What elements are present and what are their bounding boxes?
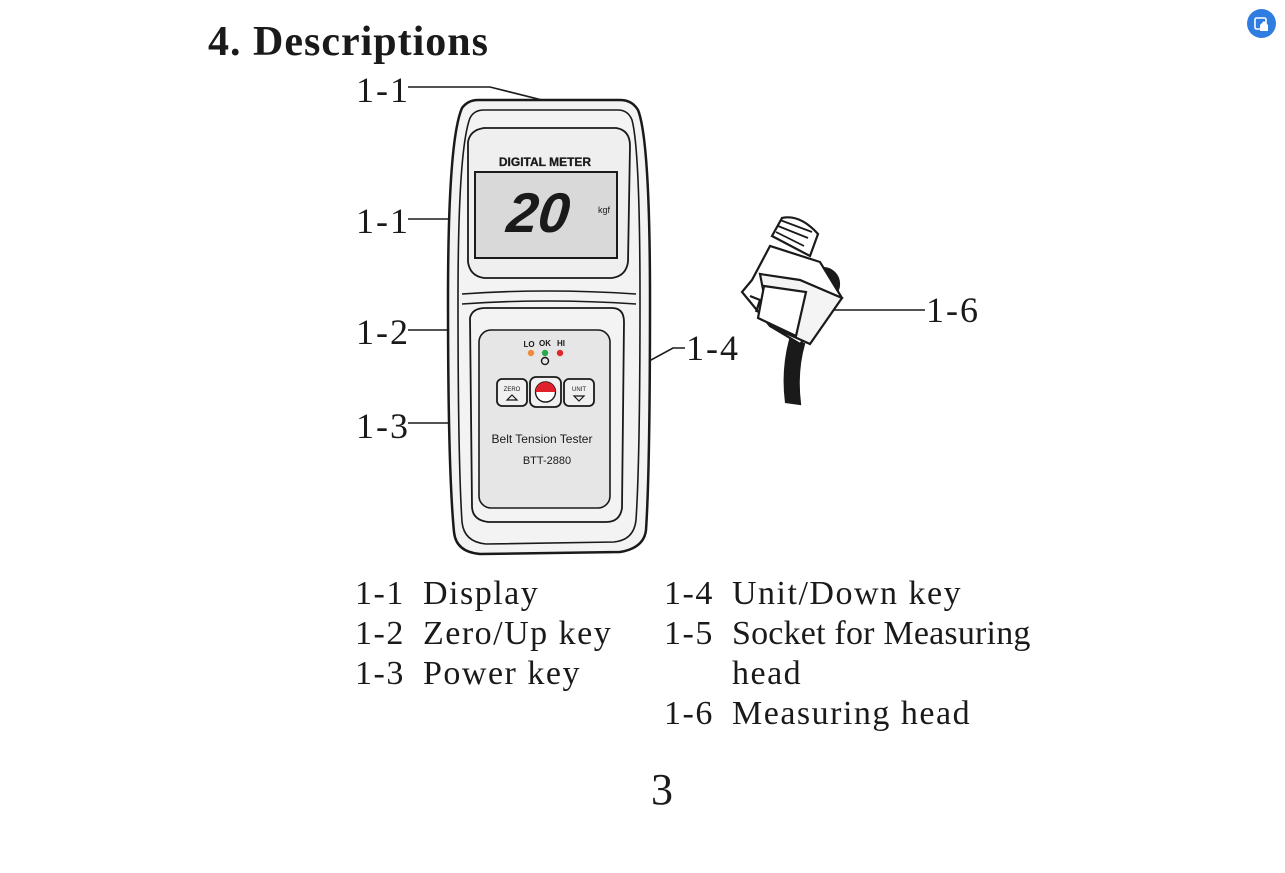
legend-item: 1-3 Power key	[355, 654, 612, 694]
legend-item: 1-1 Display	[355, 574, 612, 614]
legend-text: Unit/Down key	[732, 575, 963, 612]
legend-number: 1-3	[355, 655, 405, 692]
led-label-hi: HI	[557, 339, 565, 348]
legend-number: 1-6	[664, 695, 714, 732]
legend-text: Socket for Measuring	[732, 615, 1031, 652]
legend-text: Power key	[423, 655, 581, 692]
callout-measuring-head: 1-6	[926, 290, 980, 330]
callout-display-top: 1-1	[356, 70, 410, 110]
model-number: BTT-2880	[523, 455, 571, 467]
legend-number: 1-2	[355, 615, 405, 652]
unit-key-label: UNIT	[572, 387, 586, 393]
measuring-head	[740, 216, 844, 406]
callout-zero-key: 1-2	[356, 312, 410, 352]
badge-glyph-icon	[1253, 16, 1268, 31]
brand-label: DIGITAL METER	[499, 155, 592, 169]
legend-text: Display	[423, 575, 540, 612]
led-label-ok: OK	[539, 339, 551, 348]
socket-hole	[540, 356, 550, 366]
lcd-unit: kgf	[598, 205, 611, 215]
legend-item: 1-4 Unit/Down key	[664, 574, 1031, 614]
legend-right: 1-4 Unit/Down key 1-5 Socket for Measuring…	[664, 574, 1031, 734]
led-hi	[556, 349, 564, 357]
callout-display-lcd: 1-1	[356, 201, 410, 241]
callout-power-key: 1-3	[356, 406, 410, 446]
legend-number: 1-4	[664, 575, 714, 612]
keypad-panel	[478, 329, 611, 509]
legend-text: Measuring head	[732, 695, 972, 732]
meter-body: DIGITAL METER 20 kgf LO OK HI ZERO	[446, 98, 652, 556]
leader-line-display-top	[408, 86, 551, 103]
legend-text: head	[732, 655, 803, 692]
up-arrow-icon	[505, 394, 519, 401]
led-ok	[541, 349, 549, 357]
model-name: Belt Tension Tester	[492, 432, 593, 446]
led-label-lo: LO	[523, 340, 534, 349]
legend-text: Zero/Up key	[423, 615, 613, 652]
legend-item: 1-2 Zero/Up key	[355, 614, 612, 654]
lcd-reading: 20	[503, 181, 573, 244]
down-arrow-icon	[572, 395, 586, 402]
legend-left: 1-1 Display 1-2 Zero/Up key 1-3 Power key	[355, 574, 612, 694]
legend-number: 1-5	[664, 615, 714, 652]
callout-unit-key: 1-4	[686, 328, 740, 368]
section-title: 4. Descriptions	[208, 19, 489, 65]
page-number: 3	[651, 765, 673, 814]
led-lo	[527, 349, 535, 357]
zero-up-key[interactable]: ZERO	[496, 378, 528, 407]
power-icon	[535, 382, 556, 392]
lcd-screen	[474, 171, 618, 259]
unit-down-key[interactable]: UNIT	[563, 378, 595, 407]
zero-key-label: ZERO	[504, 387, 521, 393]
legend-number: 1-1	[355, 575, 405, 612]
app-badge-icon[interactable]	[1247, 9, 1276, 38]
legend-item: 1-5 Socket for Measuring	[664, 614, 1031, 654]
legend-item: 1-6 Measuring head	[664, 694, 1031, 734]
legend-item: head	[664, 654, 1031, 694]
power-key[interactable]	[529, 376, 562, 408]
